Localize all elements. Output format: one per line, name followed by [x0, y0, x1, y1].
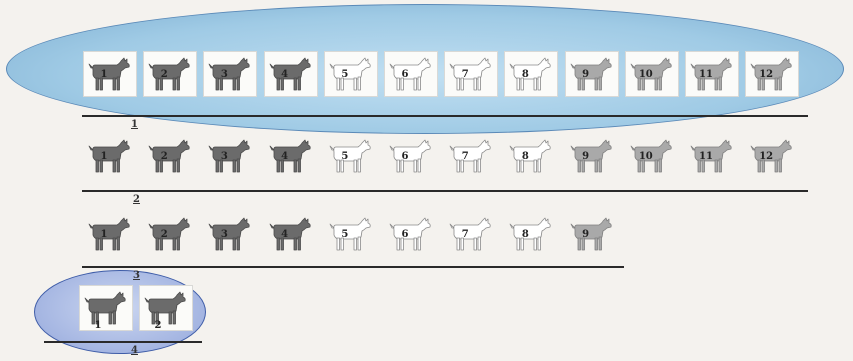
goat-cell: 10	[626, 134, 678, 178]
goat-cell: 9	[566, 212, 618, 256]
goat-cell: 9	[566, 134, 618, 178]
goat-number: 10	[620, 69, 672, 80]
goat-number: 1	[72, 320, 124, 331]
goat-cell: 6	[385, 134, 437, 178]
goat-number: 2	[132, 320, 184, 331]
goat-number: 12	[740, 69, 792, 80]
group-divider-line	[82, 266, 624, 268]
goat-number: 3	[198, 69, 250, 80]
goat-number: 9	[560, 151, 612, 162]
goat-number: 5	[319, 69, 371, 80]
goat-cell: 2	[140, 286, 192, 330]
group-label: 1	[131, 119, 138, 130]
goat-number: 1	[78, 69, 130, 80]
goat-cell: 12	[746, 52, 798, 96]
goat-number: 3	[198, 229, 250, 240]
group-divider-line	[44, 341, 202, 343]
goat-number: 9	[560, 69, 612, 80]
goat-cell: 2	[144, 134, 196, 178]
goat-number: 11	[680, 151, 732, 162]
goat-cell: 3	[204, 134, 256, 178]
goat-cell: 12	[746, 134, 798, 178]
goat-number: 8	[499, 69, 551, 80]
goat-cell: 8	[505, 52, 557, 96]
goat-cell: 3	[204, 52, 256, 96]
goat-cell: 1	[80, 286, 132, 330]
goat-number: 4	[259, 229, 311, 240]
goat-cell: 4	[265, 134, 317, 178]
goat-cell: 2	[144, 212, 196, 256]
group-label: 3	[133, 270, 140, 281]
goat-cell: 3	[204, 212, 256, 256]
goat-number: 1	[78, 229, 130, 240]
goat-cell: 7	[445, 134, 497, 178]
goat-cell: 11	[686, 134, 738, 178]
goat-number: 5	[319, 151, 371, 162]
goat-cell: 5	[325, 134, 377, 178]
goat-cell: 9	[566, 52, 618, 96]
goat-number: 6	[379, 229, 431, 240]
goat-number: 9	[560, 229, 612, 240]
group-divider-line	[82, 190, 808, 192]
goat-cell: 7	[445, 52, 497, 96]
goat-cell: 4	[265, 212, 317, 256]
goat-number: 7	[439, 69, 491, 80]
group-label: 2	[133, 194, 140, 205]
goat-number: 2	[138, 69, 190, 80]
goat-cell: 10	[626, 52, 678, 96]
goat-cell: 11	[686, 52, 738, 96]
goat-number: 11	[680, 69, 732, 80]
goat-number: 5	[319, 229, 371, 240]
goat-number: 1	[78, 151, 130, 162]
group-label: 4	[131, 345, 138, 356]
goat-number: 4	[259, 151, 311, 162]
goat-number: 7	[439, 229, 491, 240]
goat-cell: 1	[84, 134, 136, 178]
goat-number: 10	[620, 151, 672, 162]
goat-cell: 5	[325, 212, 377, 256]
goat-cell: 1	[84, 212, 136, 256]
goat-cell: 6	[385, 212, 437, 256]
goat-cell: 8	[505, 134, 557, 178]
goat-cell: 7	[445, 212, 497, 256]
goat-number: 8	[499, 229, 551, 240]
goat-number: 2	[138, 151, 190, 162]
goat-number: 4	[259, 69, 311, 80]
goat-cell: 5	[325, 52, 377, 96]
goat-number: 6	[379, 69, 431, 80]
goat-number: 2	[138, 229, 190, 240]
goat-number: 6	[379, 151, 431, 162]
goat-number: 8	[499, 151, 551, 162]
group-divider-line	[82, 115, 808, 117]
goat-cell: 8	[505, 212, 557, 256]
goat-cell: 6	[385, 52, 437, 96]
goat-cell: 2	[144, 52, 196, 96]
goat-cell: 4	[265, 52, 317, 96]
goat-cell: 1	[84, 52, 136, 96]
goat-number: 12	[740, 151, 792, 162]
goat-number: 7	[439, 151, 491, 162]
goat-number: 3	[198, 151, 250, 162]
